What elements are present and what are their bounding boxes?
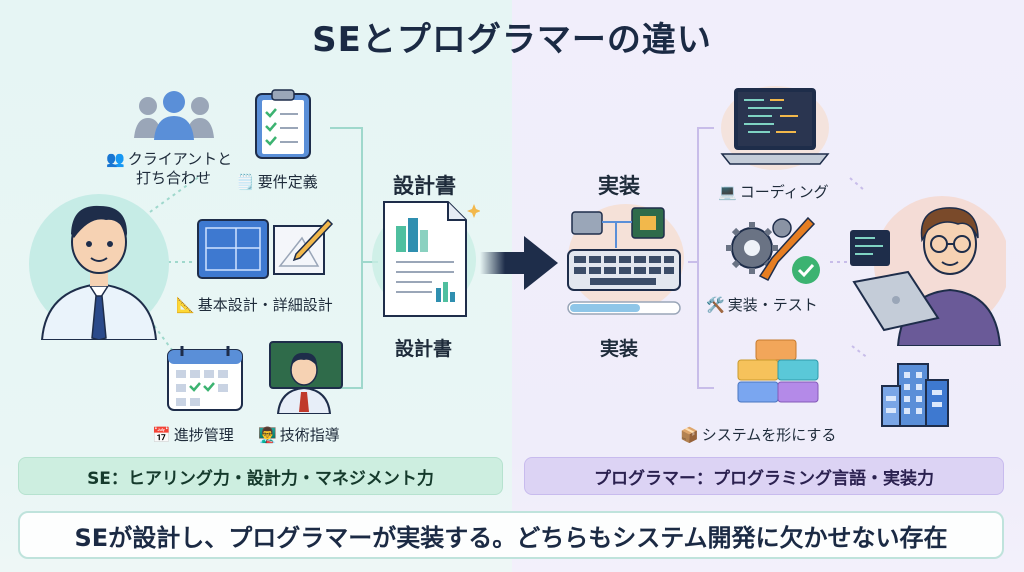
build-system-label: 📦システムを形にする — [680, 424, 836, 445]
keyboard-chip-icon — [567, 204, 684, 315]
client-group-icon — [134, 91, 214, 140]
tools-small-icon: 🛠️ — [706, 296, 725, 314]
progress-text: 進捗管理 — [173, 426, 234, 444]
triangle-ruler-icon: 📐 — [176, 296, 195, 314]
building-icon — [881, 363, 949, 427]
stacked-blocks-icon — [737, 339, 819, 403]
progress-label: 📅進捗管理 — [152, 424, 234, 445]
gears-tools-icon — [726, 216, 820, 284]
impl-test-label: 🛠️実装・テスト — [706, 294, 818, 315]
client-meeting-label: 👥クライアントと 打ち合わせ — [106, 150, 232, 188]
coding-text: コーディング — [739, 183, 829, 201]
requirements-text: 要件定義 — [257, 173, 318, 191]
notepad-icon: 🗒️ — [236, 173, 255, 191]
client-meeting-line2: 打ち合わせ — [136, 169, 212, 187]
drafting-pencil-icon — [273, 218, 334, 275]
laptop-code-icon — [720, 86, 830, 170]
calendar-small-icon: 📅 — [152, 426, 171, 444]
se-skills-badge: SE：ヒアリング力・設計力・マネジメント力 — [18, 457, 503, 495]
computer-small-icon: 💻 — [718, 183, 737, 201]
arrow-right-icon — [480, 236, 558, 290]
clipboard-checklist-icon — [255, 89, 311, 159]
coding-label: 💻コーディング — [718, 181, 829, 202]
tech-guidance-text: 技術指導 — [279, 426, 340, 444]
build-system-text: システムを形にする — [701, 426, 837, 444]
programmer-person-icon — [850, 196, 1006, 346]
package-small-icon: 📦 — [680, 426, 699, 444]
design-label: 📐基本設計・詳細設計 — [176, 294, 333, 315]
requirements-label: 🗒️要件定義 — [236, 171, 318, 192]
design-text: 基本設計・詳細設計 — [197, 296, 333, 314]
people-icon: 👥 — [106, 150, 125, 168]
impl-test-text: 実装・テスト — [727, 296, 818, 314]
design-doc-caption: 設計書 — [395, 338, 453, 360]
page-title: SEとプログラマーの違い — [312, 20, 712, 60]
implementation-heading: 実装 — [598, 174, 640, 198]
se-person-icon — [29, 194, 169, 340]
design-doc-heading: 設計書 — [393, 174, 456, 198]
calendar-icon — [167, 346, 243, 411]
teacher-small-icon: 👨‍🏫 — [258, 426, 277, 444]
programmer-skills-badge: プログラマー：プログラミング言語・実装力 — [524, 457, 1004, 495]
programmer-connector-lines — [688, 127, 869, 389]
summary-banner: SEが設計し、プログラマーが実装する。どちらもシステム開発に欠かせない存在 — [18, 511, 1004, 559]
client-meeting-line1: クライアントと — [127, 150, 233, 168]
blueprint-icon — [197, 219, 269, 279]
teacher-icon — [269, 341, 343, 414]
tech-guidance-label: 👨‍🏫技術指導 — [258, 424, 340, 445]
design-document-icon — [372, 201, 480, 317]
implementation-caption: 実装 — [600, 338, 639, 360]
